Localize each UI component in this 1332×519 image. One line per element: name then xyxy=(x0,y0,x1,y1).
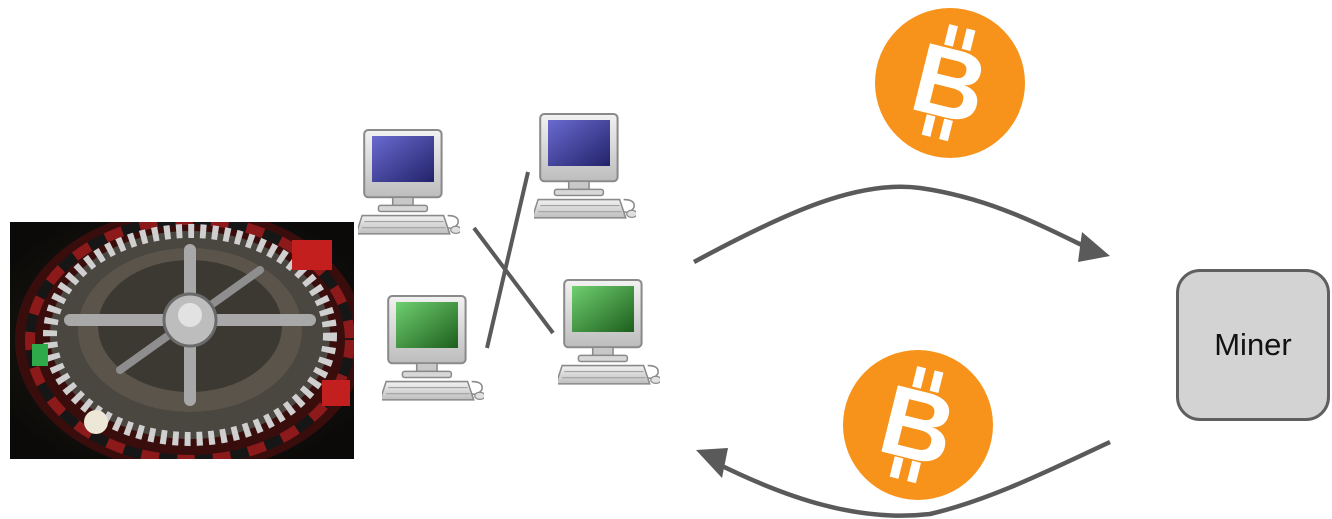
arrow-icon-to-miner xyxy=(692,184,1110,264)
network-links xyxy=(472,171,555,349)
miner-label: Miner xyxy=(1214,327,1292,362)
screen-green-left xyxy=(396,302,458,348)
screen-blue-left xyxy=(372,136,434,182)
screen-blue-right xyxy=(548,120,610,166)
miner-node: Miner xyxy=(1176,269,1330,421)
bitcoin-icon-bottom xyxy=(843,350,993,500)
arrow-icon-from-miner xyxy=(696,439,1111,518)
screen-green-right xyxy=(572,286,634,332)
bitcoin-icon-top xyxy=(875,8,1025,158)
roulette-wheel-image xyxy=(10,222,354,459)
